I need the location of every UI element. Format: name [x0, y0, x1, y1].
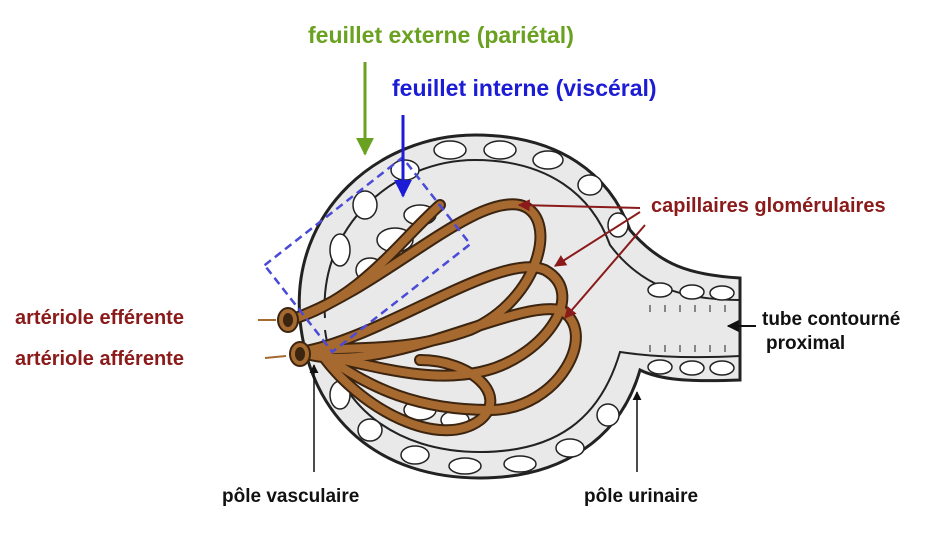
bowman-capsule — [297, 133, 742, 480]
label-efferent: artériole efférente — [15, 307, 184, 329]
capillary-tuft — [284, 198, 582, 437]
afferent-arrow — [264, 355, 287, 359]
label-vascular-pole: pôle vasculaire — [222, 486, 360, 507]
label-tube-line1: tube contourné — [762, 309, 901, 330]
capillary-arrow-1 — [517, 199, 641, 212]
capillary-arrow-3 — [564, 224, 646, 319]
label-urinary-pole: pôle urinaire — [584, 486, 699, 507]
highlight-box — [262, 155, 472, 354]
capillary-arrow-2 — [553, 211, 641, 267]
label-inner-layer: feuillet interne (viscéral) — [392, 75, 657, 101]
label-tube-line2: proximal — [766, 333, 846, 354]
label-afferent: artériole afférente — [15, 348, 184, 370]
label-capillaries: capillaires glomérulaires — [651, 195, 886, 217]
label-outer-layer: feuillet externe (pariétal) — [308, 22, 574, 48]
arteriole-ends — [277, 307, 311, 367]
